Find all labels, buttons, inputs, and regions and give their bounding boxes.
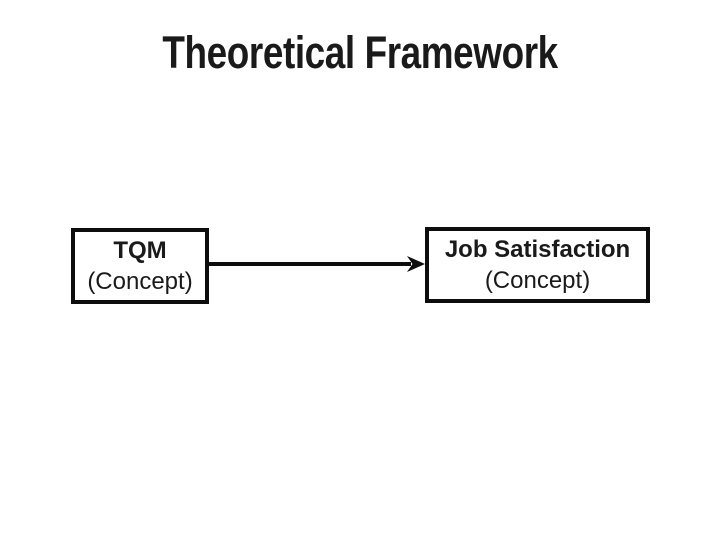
tqm-label: TQM — [113, 237, 167, 264]
slide-title-text: Theoretical Framework — [162, 27, 558, 78]
diagram-box-tqm: TQM (Concept) — [71, 228, 209, 304]
arrow-head — [407, 256, 425, 272]
tqm-sublabel: (Concept) — [87, 268, 193, 295]
job-satisfaction-sublabel: (Concept) — [484, 267, 591, 294]
slide-title: Theoretical Framework — [0, 28, 720, 78]
diagram-box-job-satisfaction: Job Satisfaction (Concept) — [425, 227, 650, 303]
right-arrow-icon — [207, 256, 425, 272]
job-satisfaction-label: Job Satisfaction — [444, 236, 631, 263]
